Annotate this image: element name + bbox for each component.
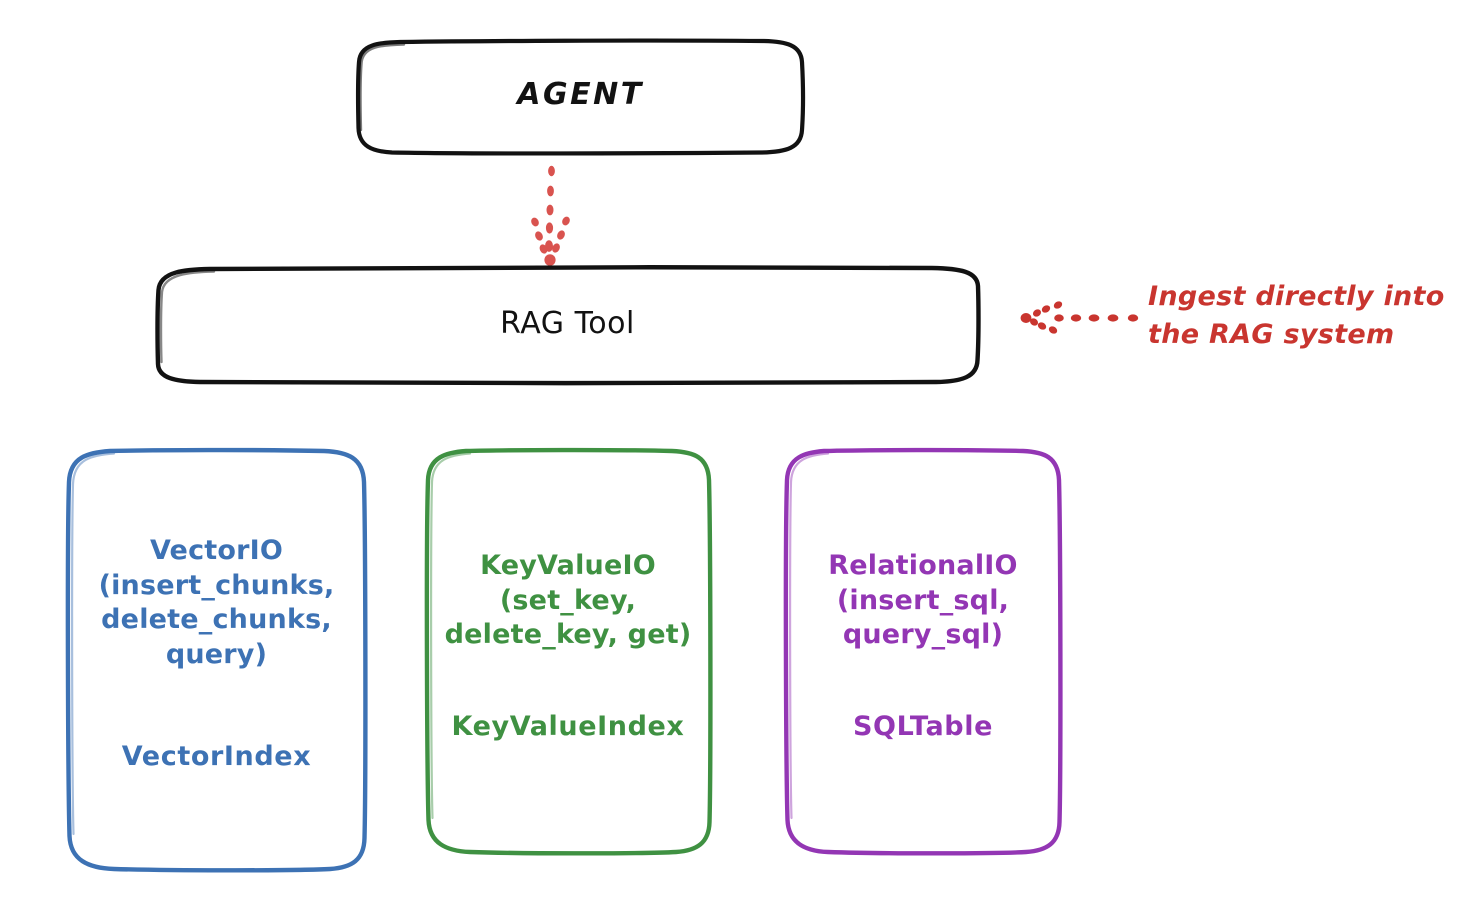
key-value-io-box-outline [424,447,713,856]
rag-tool-node[interactable] [155,265,981,386]
ingest-arrow [1020,301,1139,334]
key-value-io-box-sketch-overstroke [429,452,472,820]
relational-io-box-sketch-overstroke [788,452,830,820]
vector-io-box-outline [65,447,368,873]
agent-box-outline [355,38,806,156]
vector-io-node[interactable] [65,447,368,873]
rag-tool-box-outline [155,265,981,386]
agent-to-ragtool-arrow [531,165,570,266]
relational-io-box-outline [783,447,1063,856]
vector-io-box-sketch-overstroke [70,452,116,836]
rag-tool-box-sketch-overstroke [159,270,216,364]
key-value-io-node[interactable] [424,447,713,856]
relational-io-node[interactable] [783,447,1063,856]
agent-node[interactable] [355,38,806,156]
agent-box-sketch-overstroke [359,43,406,132]
